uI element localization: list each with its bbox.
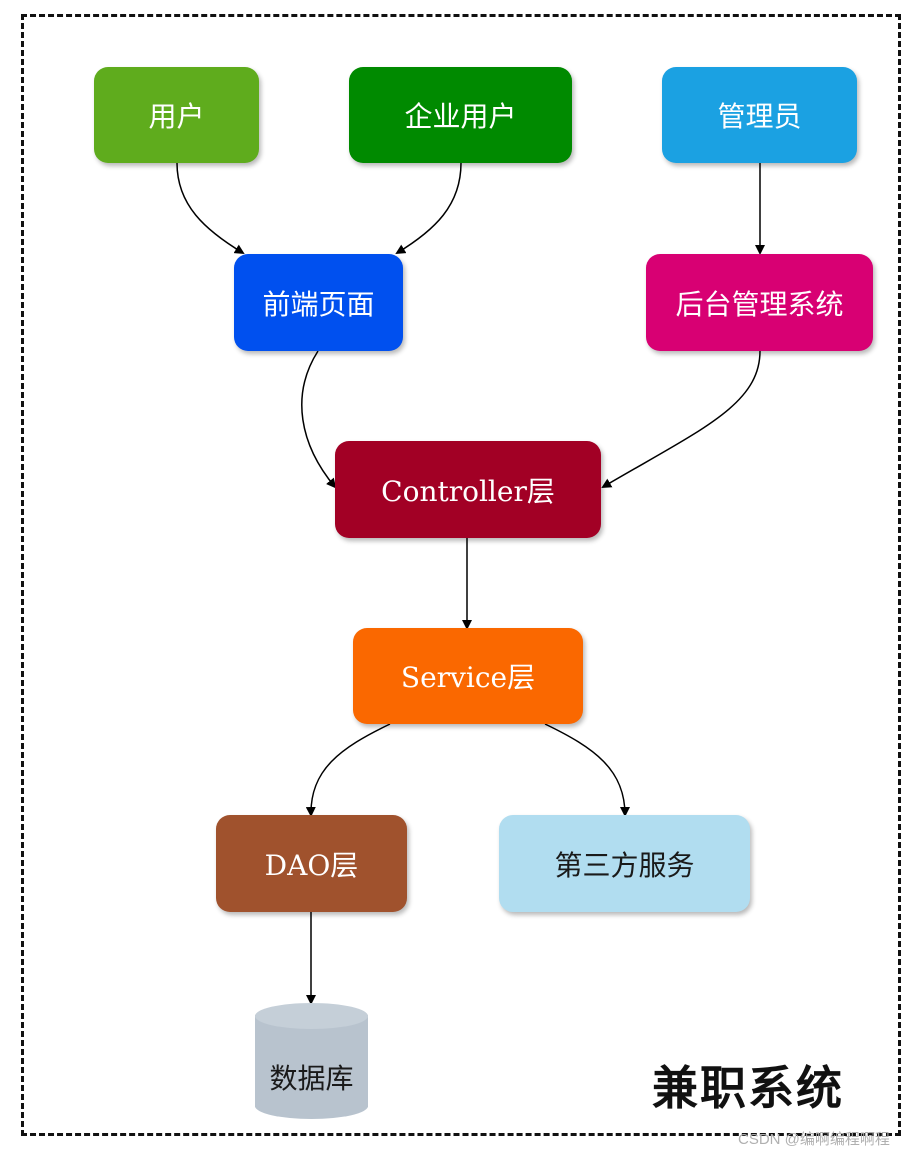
database-cylinder-bottom (255, 1093, 368, 1119)
node-service: Service层 (353, 628, 583, 724)
system-boundary (21, 14, 901, 1136)
node-dao-label: DAO层 (264, 848, 359, 882)
database-cylinder-top (255, 1003, 368, 1029)
node-user-label: 用户 (148, 100, 205, 133)
node-frontend-label: 前端页面 (262, 287, 375, 321)
node-controller-label: Controller层 (381, 474, 555, 508)
node-controller: Controller层 (335, 441, 601, 538)
node-frontend: 前端页面 (234, 254, 403, 351)
node-admin: 管理员 (662, 67, 857, 163)
node-third-party: 第三方服务 (499, 815, 750, 912)
node-backend-label: 后台管理系统 (675, 287, 844, 321)
database-cylinder-body (255, 1015, 368, 1107)
node-database: 数据库 (255, 1003, 368, 1119)
watermark: CSDN @编啊编程啊程 (738, 1131, 890, 1148)
node-database-label: 数据库 (269, 1062, 354, 1095)
node-enterprise-user-label: 企业用户 (404, 100, 517, 133)
node-dao: DAO层 (216, 815, 407, 912)
node-backend: 后台管理系统 (646, 254, 873, 351)
node-enterprise-user: 企业用户 (349, 67, 572, 163)
system-title: 兼职系统 (652, 1061, 844, 1115)
node-third-party-label: 第三方服务 (554, 848, 695, 882)
node-service-label: Service层 (400, 661, 536, 694)
node-user: 用户 (94, 67, 259, 163)
node-admin-label: 管理员 (717, 100, 802, 133)
